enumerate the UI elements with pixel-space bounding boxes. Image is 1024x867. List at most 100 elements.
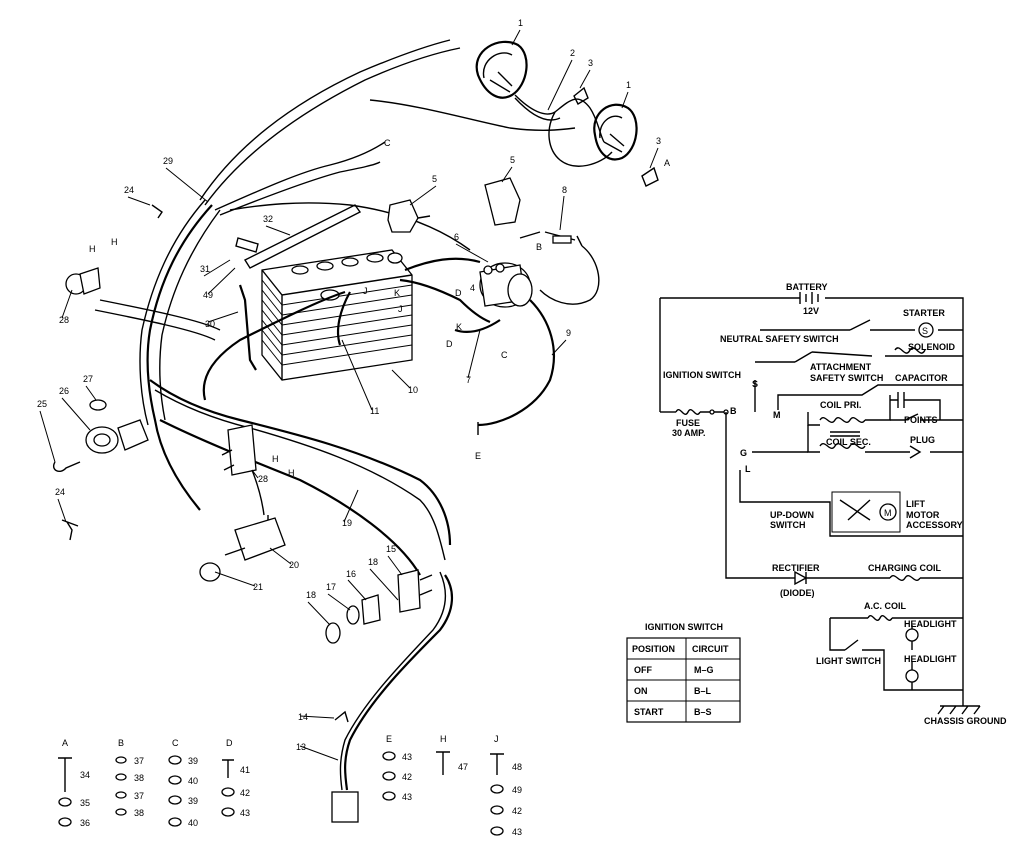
schematic-plug: PLUG — [910, 435, 935, 445]
hw-c-40: 40 — [188, 776, 198, 786]
bulb-2 — [641, 166, 659, 187]
schematic-g-term: G — [740, 448, 747, 458]
headlight-harness — [514, 94, 605, 143]
schematic-headlight-2: HEADLIGHT — [904, 654, 957, 664]
schematic-b-term: B — [730, 406, 737, 416]
letter-c-2: C — [501, 350, 508, 360]
schematic-ac-coil: A.C. COIL — [864, 601, 907, 611]
hw-j-49: 49 — [512, 785, 522, 795]
table-cell-on: ON — [634, 686, 648, 696]
battery-symbol — [799, 292, 819, 304]
callout-32: 32 — [263, 214, 273, 224]
schematic-12v: 12V — [803, 306, 819, 316]
schematic-diode: (DIODE) — [780, 588, 815, 598]
schematic-lift-2: MOTOR — [906, 510, 940, 520]
battery-strap — [243, 204, 362, 269]
terminal-boot — [484, 177, 521, 226]
table-title: IGNITION SWITCH — [645, 622, 723, 632]
callout-8: 8 — [562, 185, 567, 195]
table-cell-mg: M–G — [694, 665, 714, 675]
callout-24a: 24 — [124, 185, 134, 195]
schematic-lift-1: LIFT — [906, 499, 925, 509]
lift-motor-m: M — [884, 508, 892, 518]
hw-c-40b: 40 — [188, 818, 198, 828]
table-header-circuit: CIRCUIT — [692, 644, 729, 654]
callout-29: 29 — [163, 156, 173, 166]
callout-17: 17 — [326, 582, 336, 592]
hw-b-38b: 38 — [134, 808, 144, 818]
letter-b: B — [536, 242, 542, 252]
schematic-chassis: CHASSIS GROUND — [924, 716, 1007, 726]
hw-letter-d: D — [226, 738, 233, 748]
callout-30: 30 — [205, 319, 215, 329]
coil-primary — [819, 417, 866, 423]
schematic-light-switch: LIGHT SWITCH — [816, 656, 881, 666]
callout-7: 7 — [466, 375, 471, 385]
hw-e-42: 42 — [402, 772, 412, 782]
schematic-fuse-1: FUSE — [676, 418, 700, 428]
schematic-updown-1: UP-DOWN — [770, 510, 814, 520]
bulb-1 — [573, 86, 589, 105]
callout-5a: 5 — [432, 174, 437, 184]
hw-b-37: 37 — [134, 756, 144, 766]
schematic-attach-1: ATTACHMENT — [810, 362, 872, 372]
hw-j-43: 43 — [512, 827, 522, 837]
hw-d-41: 41 — [240, 765, 250, 775]
letter-k-1: K — [394, 288, 400, 298]
chassis-ground-symbol — [937, 700, 981, 715]
hw-b-37b: 37 — [134, 791, 144, 801]
charging-coil — [889, 575, 921, 581]
callout-18a: 18 — [368, 557, 378, 567]
callout-16: 16 — [346, 569, 356, 579]
ignition-switch-table: IGNITION SWITCH POSITION CIRCUIT OFF M–G… — [626, 622, 741, 723]
hw-c-39: 39 — [188, 756, 198, 766]
callout-25: 25 — [37, 399, 47, 409]
hw-letter-h: H — [440, 734, 447, 744]
schematic-updown-2: SWITCH — [770, 520, 806, 530]
callout-19: 19 — [342, 518, 352, 528]
letter-h-3: H — [272, 454, 279, 464]
callout-4: 4 — [470, 283, 475, 293]
main-harness — [146, 204, 213, 511]
hw-d-43: 43 — [240, 808, 250, 818]
schematic-fuse-2: 30 AMP. — [672, 428, 706, 438]
callout-6: 6 — [454, 232, 459, 242]
table-cell-off: OFF — [634, 665, 652, 675]
callout-24b: 24 — [55, 487, 65, 497]
callout-18b: 18 — [306, 590, 316, 600]
plate-16 — [361, 594, 381, 625]
exploded-parts-view: 1 1 2 3 3 4 5 5 6 7 8 9 10 11 13 14 15 1… — [37, 18, 670, 823]
schematic-headlight-1: HEADLIGHT — [904, 619, 957, 629]
callout-10: 10 — [408, 385, 418, 395]
schematic-coil-sec: COIL SEC. — [826, 437, 871, 447]
letter-j-1: J — [363, 286, 368, 296]
starter-solenoid — [479, 262, 533, 308]
table-cell-bs: B–S — [694, 707, 712, 717]
callout-5b: 5 — [510, 155, 515, 165]
letter-h-2: H — [111, 237, 118, 247]
up-down-switch-box — [831, 491, 901, 533]
schematic-charging: CHARGING COIL — [868, 563, 942, 573]
letter-a: A — [664, 158, 670, 168]
hw-j-48: 48 — [512, 762, 522, 772]
ac-coil — [867, 615, 893, 621]
callout-14: 14 — [298, 712, 308, 722]
battery — [261, 249, 413, 381]
schematic-lift-3: ACCESSORY — [906, 520, 963, 530]
connector-13 — [331, 791, 359, 823]
schematic-capacitor: CAPACITOR — [895, 373, 948, 383]
callout-26: 26 — [59, 386, 69, 396]
hw-letter-a: A — [62, 738, 68, 748]
schematic-s-term: S — [752, 379, 758, 389]
hw-c-39b: 39 — [188, 796, 198, 806]
hw-a-34: 34 — [80, 770, 90, 780]
hw-letter-b: B — [118, 738, 124, 748]
hw-letter-j: J — [494, 734, 499, 744]
letter-d-2: D — [446, 339, 453, 349]
table-cell-bl: B–L — [694, 686, 712, 696]
switch-nut-27 — [89, 399, 107, 411]
callout-3a: 3 — [588, 58, 593, 68]
callout-20: 20 — [289, 560, 299, 570]
hw-b-38: 38 — [134, 773, 144, 783]
starter-s-symbol: S — [922, 326, 928, 336]
